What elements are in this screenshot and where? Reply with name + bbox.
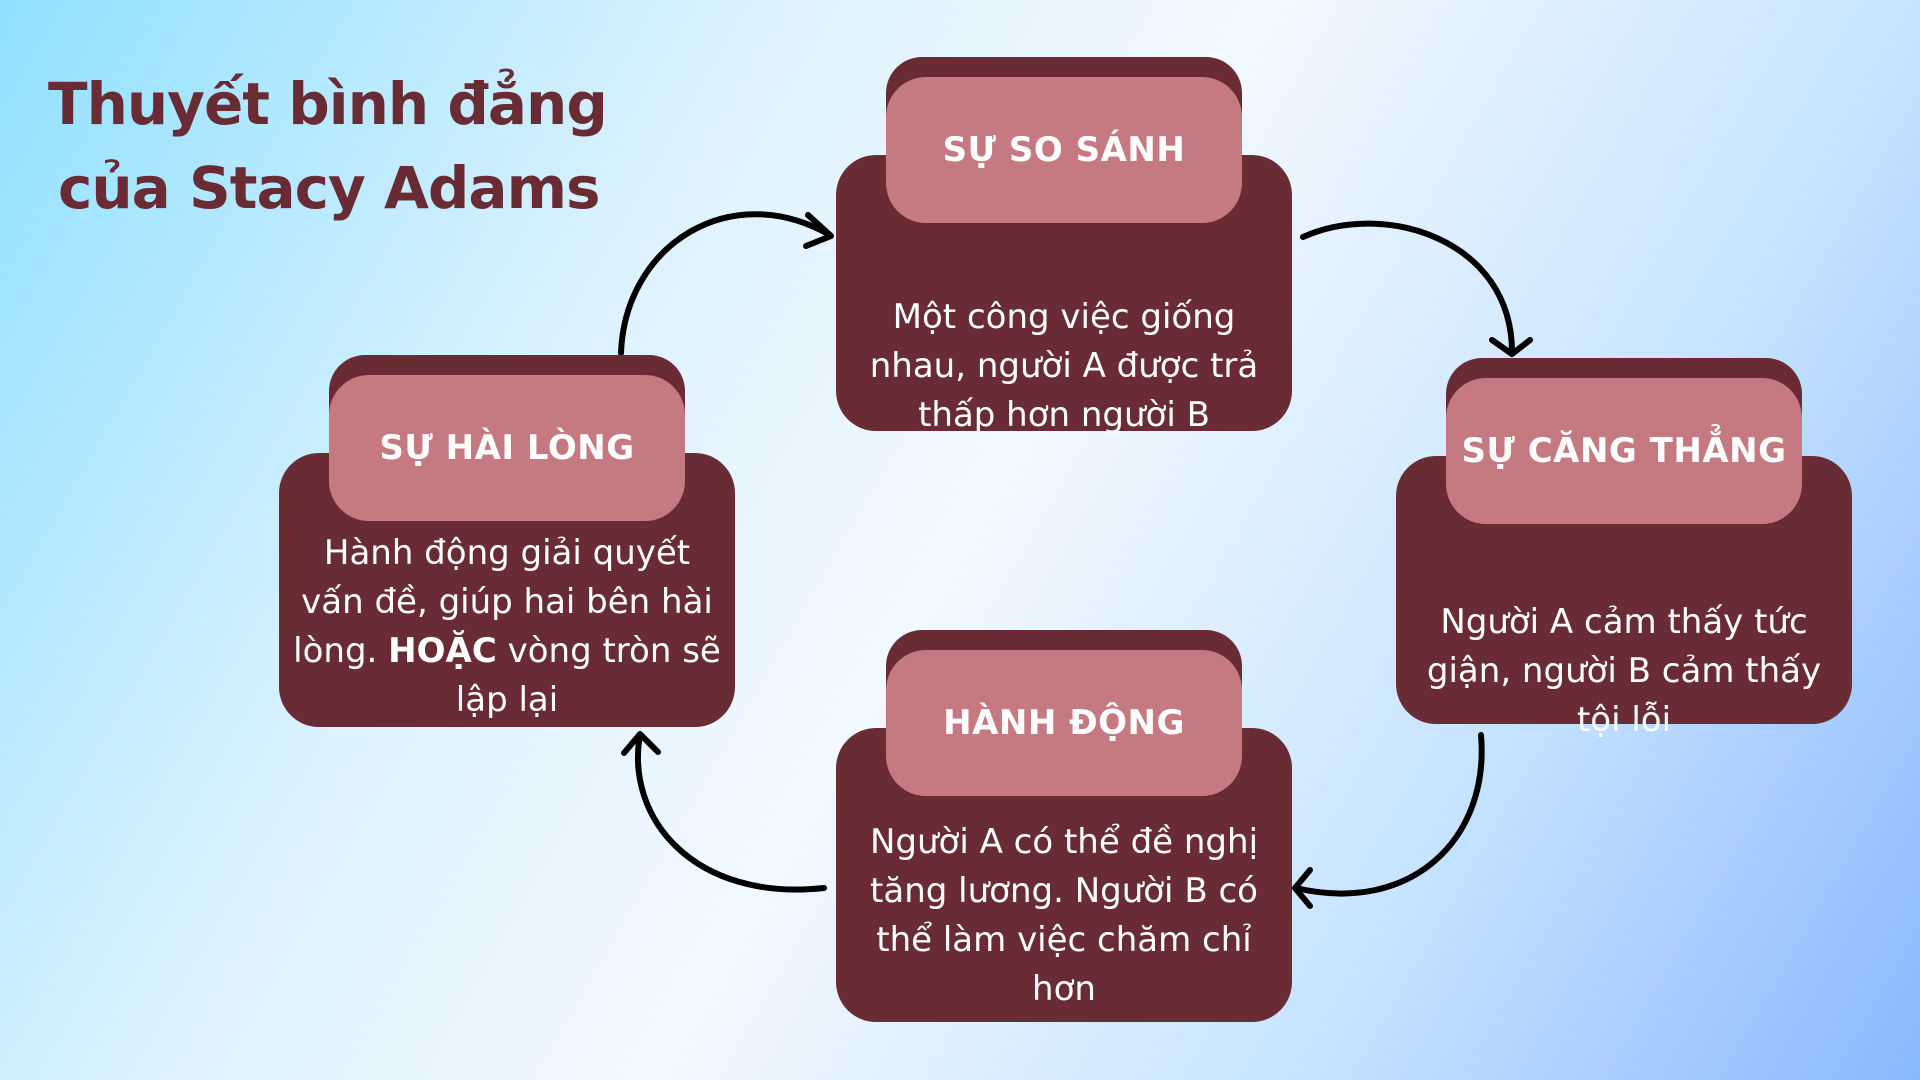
title-line-1: Thuyết bình đẳng	[48, 70, 608, 138]
title-line-2: của Stacy Adams	[58, 154, 601, 222]
card-heading: HÀNH ĐỘNG	[886, 650, 1242, 796]
arrow-compare-to-tension	[1300, 220, 1533, 357]
card-comparison: Một công việc giống nhau, người A được t…	[836, 57, 1292, 435]
arrow-head-icon	[1292, 867, 1313, 909]
card-heading: SỰ SO SÁNH	[886, 77, 1242, 223]
card-text-after: vòng tròn sẽ lập lại	[455, 631, 721, 720]
card-tension: Người A cảm thấy tức giận, người B cảm t…	[1396, 358, 1852, 740]
card-text: Người A cảm thấy tức giận, người B cảm t…	[1426, 602, 1822, 740]
card-text-bold: HOẶC	[388, 631, 497, 671]
card-text: Một công việc giống nhau, người A được t…	[869, 297, 1259, 435]
arrow-head-icon	[803, 212, 834, 249]
arrow-satisfaction-to-compare	[618, 211, 834, 356]
arrow-head-icon	[621, 731, 661, 756]
card-text: Hành động giải quyết vấn đề, giúp hai bê…	[279, 529, 735, 725]
card-action: Người A có thể đề nghị tăng lương. Người…	[836, 630, 1292, 1022]
card-text-before: Hành động giải quyết vấn đề, giúp hai bê…	[293, 533, 713, 671]
page-title: Thuyết bình đẳng của Stacy Adams	[48, 62, 608, 230]
card-heading: SỰ HÀI LÒNG	[329, 375, 685, 521]
card-text: Người A có thể đề nghị tăng lương. Người…	[869, 822, 1259, 1009]
card-heading: SỰ CĂNG THẲNG	[1446, 378, 1802, 524]
arrow-head-icon	[1489, 337, 1533, 357]
arrow-tension-to-action	[1292, 732, 1485, 909]
arrow-action-to-satisfaction	[621, 731, 827, 893]
card-satisfaction: Hành động giải quyết vấn đề, giúp hai bê…	[279, 355, 735, 727]
arrow-icon	[618, 211, 833, 356]
arrow-icon	[635, 732, 827, 893]
arrow-icon	[1300, 220, 1515, 355]
arrow-icon	[1293, 732, 1485, 897]
